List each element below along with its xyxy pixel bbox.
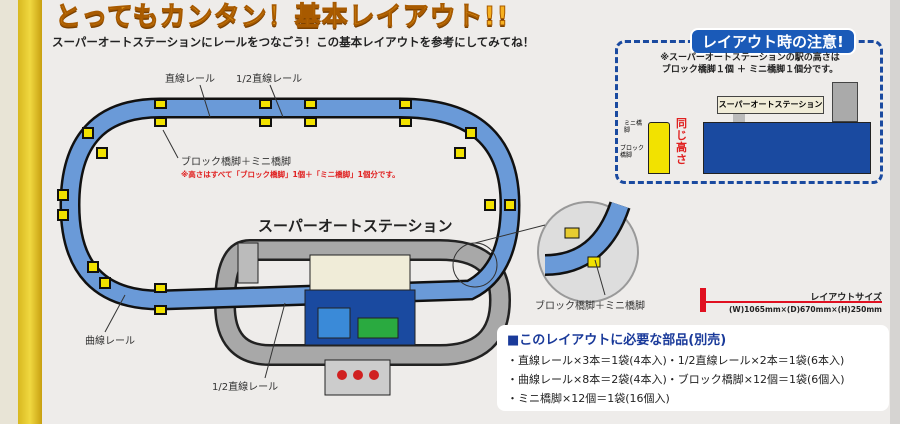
pier-markers	[57, 99, 516, 315]
mini-pier-label: ミニ橋脚	[624, 120, 643, 134]
required-parts-box: ■このレイアウトに必要な部品(別売) ・直線レール×3本＝1袋(4本入)・1/2…	[497, 325, 889, 411]
parts-heading: ■このレイアウトに必要な部品(別売)	[507, 333, 727, 348]
layout-size-title: レイアウトサイズ	[810, 293, 882, 303]
oval-track-outline	[59, 97, 521, 311]
station-illustration	[703, 122, 871, 174]
notice-line-2: ブロック橋脚１個 ＋ ミニ橋脚１個分です。	[661, 65, 839, 75]
label-half-straight-rail-bottom: 1/2直線レール	[212, 382, 279, 393]
layout-size-value: (W)1065mm×(D)670mm×(H)250mm	[729, 305, 882, 314]
station-sign: スーパーオートステーション	[717, 96, 824, 114]
height-note: ※高さはすべて「ブロック橋脚」1個＋「ミニ橋脚」1個分です。	[181, 170, 400, 179]
label-pier-zoom: ブロック橋脚＋ミニ橋脚	[535, 301, 645, 312]
pier-illustration	[648, 122, 670, 174]
notice-line-1: ※スーパーオートステーションの駅の高さは	[660, 53, 840, 63]
page-subtitle: スーパーオートステーションにレールをつなごう！この基本レイアウトを参考にしてみて…	[52, 35, 535, 49]
parts-item: ・曲線レール×8本＝2袋(4本入)・ブロック橋脚×12個＝1袋(6個入)	[507, 373, 845, 386]
notice-title: レイアウト時の注意!	[690, 28, 856, 55]
right-edge	[890, 0, 900, 424]
parts-item: ・ミニ橋脚×12個＝1袋(16個入)	[507, 392, 670, 405]
label-half-straight-rail-top: 1/2直線レール	[236, 74, 303, 85]
block-pier-label: ブロック橋脚	[620, 145, 645, 159]
label-straight-rail: 直線レール	[165, 74, 215, 85]
same-height-label: 同じ高さ	[676, 117, 687, 166]
gold-edge-decoration	[0, 0, 42, 424]
label-pier-top: ブロック橋脚＋ミニ橋脚	[181, 157, 291, 168]
parts-item: ・直線レール×3本＝1袋(4本入)・1/2直線レール×2本＝1袋(6本入)	[507, 354, 845, 367]
station-label: スーパーオートステーション	[258, 217, 453, 235]
oval-track	[61, 100, 519, 309]
notice-text: ※スーパーオートステーションの駅の高さは ブロック橋脚１個 ＋ ミニ橋脚１個分で…	[640, 52, 860, 76]
page-title: とってもカンタン！基本レイアウト!!	[54, 2, 510, 33]
label-curve-rail: 曲線レール	[85, 336, 135, 347]
